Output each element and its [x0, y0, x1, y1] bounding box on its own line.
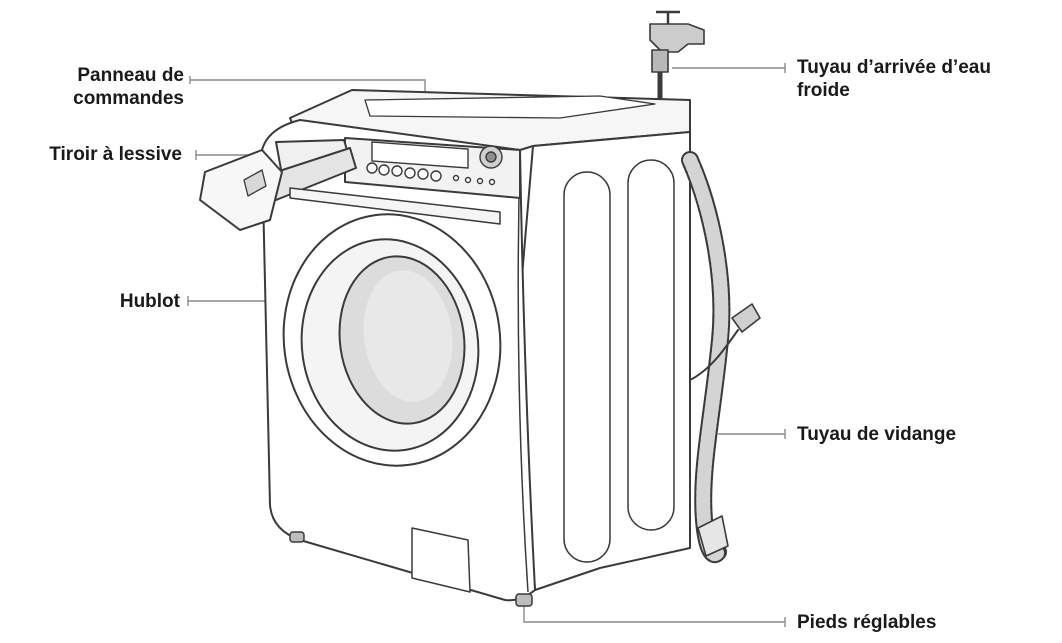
top-panel-inset — [364, 95, 656, 119]
tap-pipe-connector — [651, 49, 669, 73]
tap-handle — [656, 10, 680, 24]
drawer-handle-cavity — [243, 169, 267, 197]
drawer-front — [199, 149, 283, 231]
tap-body — [649, 23, 705, 53]
display-window — [371, 141, 469, 169]
label-water-inlet-line1: Tuyau d’arrivée d’eau — [797, 57, 991, 78]
label-water-inlet-line2: froide — [797, 80, 850, 101]
leader-water-inlet — [672, 63, 786, 73]
label-control-panel-line1: Panneau de — [77, 65, 184, 86]
leader-adjustable-feet — [523, 606, 786, 627]
door-top-bar — [289, 187, 501, 225]
drain-hose-guide — [697, 515, 729, 557]
door-glass-highlight — [363, 270, 453, 402]
water-tap — [649, 10, 705, 100]
foot-front-right — [515, 593, 533, 607]
label-detergent-drawer: Tiroir à lessive — [49, 144, 182, 165]
drain-hose — [681, 151, 761, 563]
power-plug — [731, 303, 761, 333]
control-panel-details — [366, 141, 503, 186]
service-flap — [411, 527, 471, 593]
foot-front-left — [289, 531, 305, 543]
leader-detergent-drawer — [195, 150, 255, 160]
label-control-panel-line2: commandes — [73, 88, 184, 109]
leader-lines — [187, 63, 786, 627]
detergent-drawer — [199, 139, 501, 231]
cabinet-side — [519, 131, 691, 591]
front-edge-curve — [517, 149, 529, 593]
label-drain-hose: Tuyau de vidange — [797, 424, 957, 445]
program-knob-center — [485, 151, 497, 163]
leader-drain-hose — [718, 429, 786, 439]
side-panel-recess-1 — [563, 171, 611, 563]
label-water-inlet: Tuyau d’arrivée d’eau froide — [797, 56, 991, 102]
label-control-panel: Panneau de commandes — [73, 64, 184, 110]
label-adjustable-feet: Pieds réglables — [797, 612, 937, 633]
adjustable-feet — [289, 531, 533, 607]
door — [282, 213, 502, 467]
side-panel-recess-2 — [627, 159, 675, 531]
power-cord — [689, 329, 739, 381]
label-door: Hublot — [119, 291, 180, 312]
